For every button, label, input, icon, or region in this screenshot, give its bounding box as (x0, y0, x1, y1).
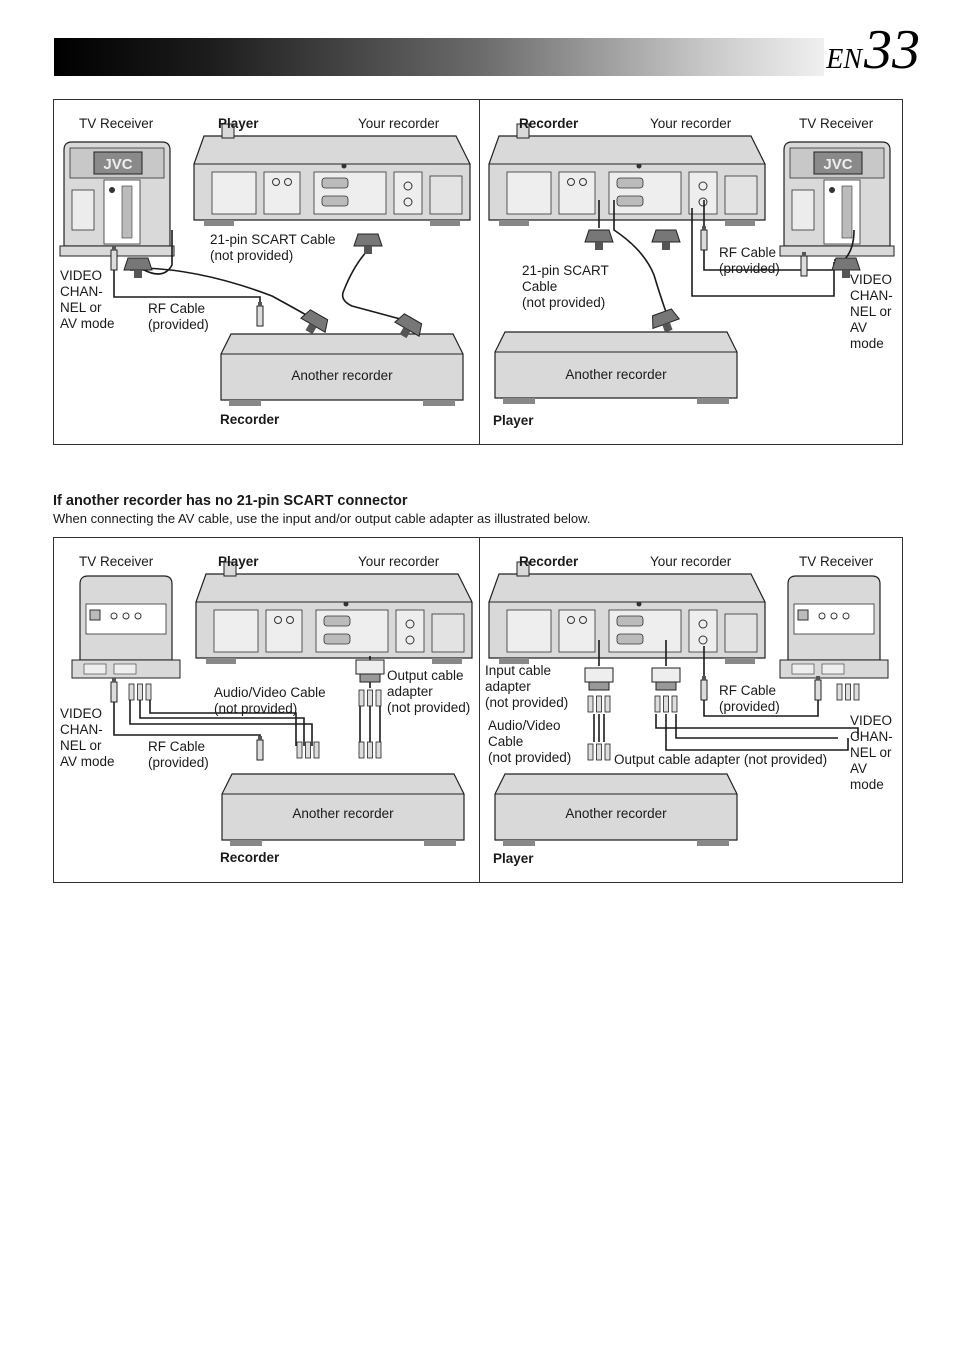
tv-receiver-label: TV Receiver (79, 554, 154, 569)
your-recorder-label: Your recorder (650, 116, 732, 131)
page-number: EN33 (826, 22, 920, 78)
another-recorder-label: Another recorder (565, 367, 667, 382)
tv-receiver-label: TV Receiver (79, 116, 154, 131)
scart-cable-label: 21-pin SCART Cable (not provided) (522, 263, 609, 310)
tv-receiver-label: TV Receiver (799, 554, 874, 569)
your-recorder-vcr-icon (193, 123, 471, 227)
scart-cable-label: 21-pin SCART Cable (not provided) (210, 232, 336, 263)
rf-cable-label: RF Cable (provided) (148, 739, 209, 770)
player-label: Player (218, 554, 259, 569)
video-channel-label: VIDEO CHAN- NEL or AV mode (60, 268, 115, 331)
tv-receiver-icon (71, 575, 181, 679)
av-cable-label: Audio/Video Cable (not provided) (214, 685, 326, 716)
your-recorder-label: Your recorder (358, 116, 440, 131)
page-lang: EN (826, 44, 862, 75)
your-recorder-vcr-icon (488, 123, 766, 227)
player-label: Player (493, 413, 534, 428)
tv-receiver-icon (779, 141, 895, 257)
output-adapter-label: Output cable adapter (not provided) (387, 668, 471, 715)
player-label: Player (493, 851, 534, 866)
header-gradient-bar (54, 38, 824, 76)
section-description: When connecting the AV cable, use the in… (53, 511, 591, 526)
page-number-value: 33 (864, 19, 920, 81)
your-recorder-label: Your recorder (650, 554, 732, 569)
another-recorder-label: Another recorder (292, 806, 394, 821)
recorder-label: Recorder (220, 412, 280, 427)
input-adapter-label: Input cable adapter (not provided) (485, 663, 569, 710)
video-channel-label: VIDEO CHAN- NEL or AV mode (60, 706, 115, 769)
recorder-label: Recorder (519, 554, 579, 569)
rf-cable-label: RF Cable (provided) (719, 245, 780, 276)
tv-receiver-icon (779, 575, 889, 679)
your-recorder-label: Your recorder (358, 554, 440, 569)
top-diagram-artwork: JVC (59, 123, 895, 407)
rf-cable-label: RF Cable (provided) (148, 301, 209, 332)
tv-receiver-icon (59, 141, 175, 257)
another-recorder-label: Another recorder (291, 368, 393, 383)
tv-receiver-label: TV Receiver (799, 116, 874, 131)
panel-divider (479, 100, 480, 444)
av-cable-label: Audio/Video Cable (not provided) (488, 718, 572, 765)
video-channel-label: VIDEO CHAN- NEL or AV mode (850, 272, 893, 351)
recorder-label: Recorder (220, 850, 280, 865)
bottom-diagram-panel: TV Receiver Player Your recorder Output … (53, 537, 903, 883)
your-recorder-vcr-icon (195, 561, 473, 665)
recorder-label: Recorder (519, 116, 579, 131)
output-adapter-label: Output cable adapter (not provided) (614, 752, 828, 767)
video-channel-label: VIDEO CHAN- NEL or AV mode (850, 713, 893, 792)
your-recorder-vcr-icon (488, 561, 766, 665)
top-diagram-panel: JVC (53, 99, 903, 445)
panel-divider (479, 538, 480, 882)
bottom-diagram-artwork (71, 561, 889, 847)
rf-cable-label: RF Cable (provided) (719, 683, 780, 714)
another-recorder-label: Another recorder (565, 806, 667, 821)
section-heading: If another recorder has no 21-pin SCART … (53, 493, 408, 509)
player-label: Player (218, 116, 259, 131)
